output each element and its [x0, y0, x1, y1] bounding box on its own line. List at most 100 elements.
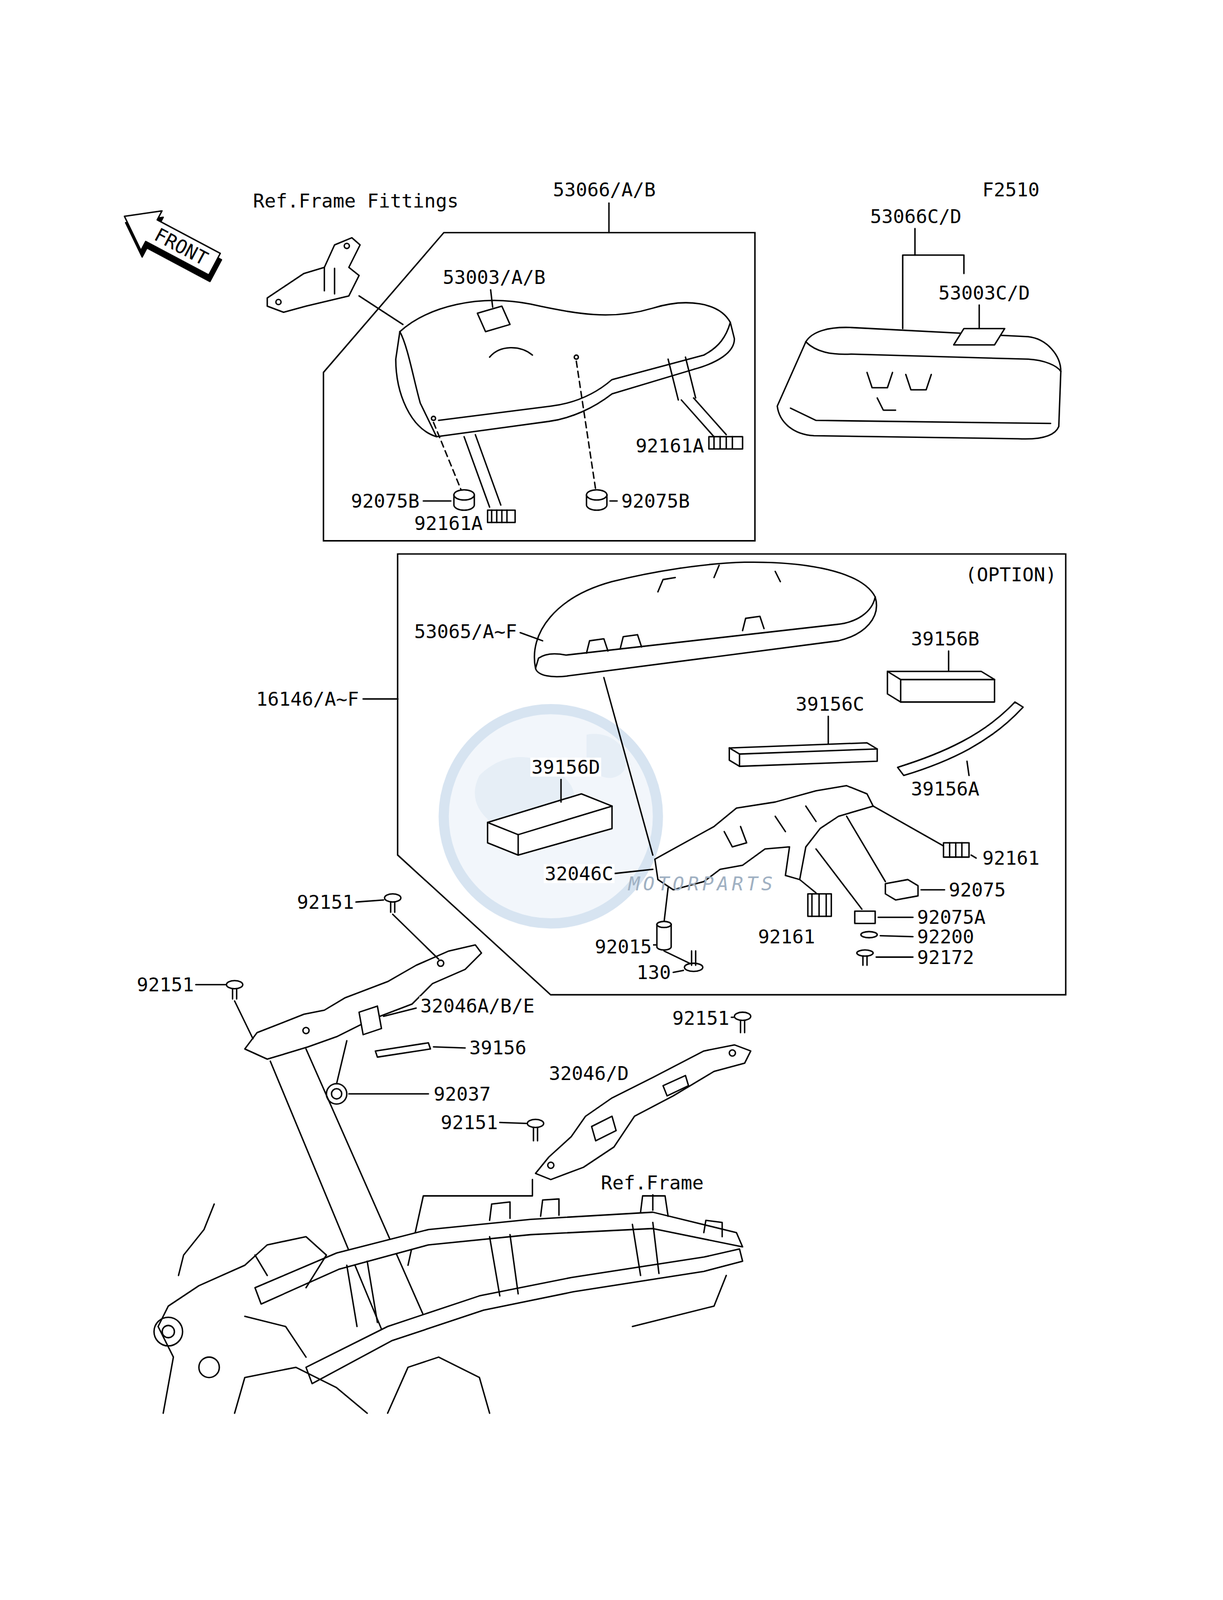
seat-bracket — [876, 955, 913, 958]
seat-bracket — [349, 1092, 429, 1095]
part-number: 92161A — [634, 436, 706, 456]
front-seat — [395, 300, 735, 437]
seat-bracket — [970, 854, 976, 858]
frame — [244, 1254, 727, 1357]
part-number: 16146/A~F — [254, 689, 360, 709]
seat-bracket — [306, 1048, 429, 1326]
part-number: 92151 — [295, 892, 355, 912]
part-number: 53003/A/B — [441, 267, 547, 287]
part-number: 32046/D — [547, 1063, 630, 1083]
seat-pad — [887, 670, 995, 702]
seat-bracket — [811, 893, 827, 916]
seat-bracket — [336, 1040, 347, 1084]
seat-pad — [967, 760, 970, 776]
reference-note: Ref.Frame — [599, 1172, 705, 1192]
option-seat — [658, 564, 781, 592]
front-seat — [681, 397, 727, 437]
watermark-globe — [443, 708, 659, 923]
front-seat — [433, 360, 596, 490]
reference-note: Ref.Frame Fittings — [252, 191, 460, 211]
seat-pad — [738, 753, 741, 767]
seat-bracket — [359, 1005, 382, 1034]
seat-bracket — [390, 901, 395, 912]
seat-bracket — [535, 1044, 751, 1179]
part-number: 92151 — [670, 1008, 731, 1028]
seat-bracket — [331, 1088, 342, 1099]
seat-bracket-fixings — [533, 1127, 538, 1141]
front-seat — [610, 500, 618, 502]
seat-bracket — [355, 899, 384, 902]
watermark-globe — [443, 708, 659, 923]
option-seat — [534, 562, 877, 677]
option-seat — [586, 616, 765, 654]
front-seat — [713, 436, 733, 449]
rear-seat — [777, 228, 1061, 439]
frame — [162, 1325, 175, 1338]
seat-bracket — [673, 969, 684, 973]
bracket-line — [608, 202, 611, 233]
part-number: 92172 — [915, 947, 975, 967]
seat-bracket — [856, 949, 873, 956]
seat-pad — [887, 670, 995, 680]
seat-bracket — [195, 983, 226, 986]
rear-seat — [978, 305, 981, 329]
front-seat — [489, 347, 533, 357]
seat-bracket — [878, 916, 913, 918]
seat-bracket-fixings — [734, 1011, 751, 1021]
part-number: 39156D — [530, 757, 602, 777]
seat-bracket — [880, 935, 913, 937]
frame — [153, 1316, 183, 1346]
seat-pad — [900, 679, 902, 702]
part-number: 92161 — [756, 926, 816, 946]
rear-seat — [777, 327, 1061, 439]
front-seat — [423, 500, 451, 502]
front-seat — [586, 489, 608, 500]
part-number: 32046C — [543, 863, 615, 883]
seat-bracket — [921, 888, 945, 891]
seat-bracket — [664, 950, 690, 964]
seat-bracket — [943, 842, 970, 858]
front-seat — [491, 510, 507, 523]
rear-seat — [790, 408, 1051, 424]
front-seat — [395, 289, 743, 522]
rear-seat — [867, 372, 932, 411]
part-number: 92075B — [349, 491, 421, 511]
seat-bracket — [656, 924, 672, 950]
front-seat — [668, 356, 696, 400]
part-number: 92161 — [981, 848, 1041, 868]
frame — [199, 1356, 220, 1378]
seat-bracket — [302, 1027, 309, 1034]
front-seat — [708, 436, 743, 449]
seat-pad — [827, 716, 830, 744]
front-seat — [574, 355, 579, 360]
frame-fitting — [267, 237, 360, 313]
front-seat — [399, 331, 437, 437]
part-number: 92200 — [915, 926, 975, 946]
direction-label: FRONT — [150, 224, 212, 269]
seat-bracket — [375, 1042, 431, 1057]
seat-pad — [897, 701, 1024, 776]
part-number: 53066/A/B — [552, 180, 657, 200]
rear-seat — [805, 341, 1061, 372]
part-number: 92015 — [593, 936, 653, 956]
seat-bracket — [535, 1044, 751, 1179]
frame — [346, 1221, 660, 1327]
seat-pad — [560, 779, 563, 802]
seat-bracket — [226, 980, 243, 989]
bracket-line — [363, 698, 398, 700]
box-outline — [397, 553, 1066, 995]
part-number: 53003C/D — [937, 283, 1032, 303]
frame-fitting — [359, 295, 404, 325]
seat-bracket — [854, 910, 876, 923]
part-number: 39156C — [794, 694, 866, 714]
seat-bracket-fixings — [527, 1118, 544, 1128]
seat-bracket — [232, 988, 237, 999]
seat-bracket — [691, 950, 696, 966]
part-number: 53066C/D — [868, 206, 963, 226]
seat-bracket — [799, 879, 816, 893]
frame-fitting — [344, 243, 350, 249]
front-seat — [487, 510, 515, 523]
frame — [234, 1366, 368, 1413]
frame — [178, 1203, 215, 1275]
